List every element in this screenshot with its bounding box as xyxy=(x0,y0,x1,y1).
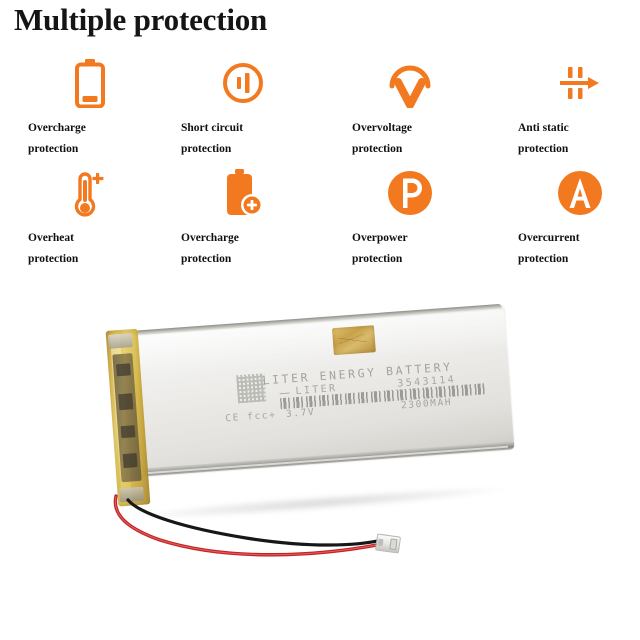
jst-connector xyxy=(374,533,402,554)
feature-caption: Overcharge protection xyxy=(163,228,323,270)
feature-caption-line1: Overvoltage xyxy=(352,122,413,134)
feature-caption-line1: Overcurrent xyxy=(518,232,580,244)
feature-caption: Overcharge protection xyxy=(10,118,170,160)
electrode-tab-top xyxy=(107,333,133,349)
battery-cell-body: LITER ENERGY BATTERY LITER 3543114 CE fc… xyxy=(114,303,515,478)
feature-caption-line2: protection xyxy=(28,253,79,265)
feature-caption-line2: protection xyxy=(352,253,403,265)
feature-overcharge-protection: Overcharge protection xyxy=(10,56,170,160)
feature-overvoltage-protection: Overvoltage protection xyxy=(330,56,490,160)
feature-caption-line1: Anti static xyxy=(518,122,569,134)
feature-caption: Overpower protection xyxy=(330,228,490,270)
short-circuit-icon xyxy=(163,56,323,110)
feature-anti-static-protection: Anti static protection xyxy=(500,56,640,160)
feature-caption-line2: protection xyxy=(181,143,232,155)
feature-caption: Anti static protection xyxy=(500,118,640,160)
pcb-component xyxy=(120,425,136,439)
feature-caption-line2: protection xyxy=(352,143,403,155)
feature-caption-line1: Overpower xyxy=(352,232,408,244)
battery-shadow xyxy=(128,482,510,524)
feature-caption-line2: protection xyxy=(181,253,232,265)
label-voltage: 3.7V xyxy=(285,406,316,420)
feature-caption-line1: Short circuit xyxy=(181,122,244,134)
feature-caption-line1: Overheat xyxy=(28,232,74,244)
overcurrent-a-circle-icon xyxy=(500,166,640,220)
feature-overpower-protection: Overpower protection xyxy=(330,166,490,270)
feature-caption-line2: protection xyxy=(518,253,569,265)
feature-caption-line1: Overcharge xyxy=(28,122,86,134)
qa-sticker-scribble xyxy=(338,333,368,346)
qa-gold-sticker xyxy=(331,325,376,356)
label-dash xyxy=(279,392,290,395)
lipo-battery-pack-photo: LITER ENERGY BATTERY LITER 3543114 CE fc… xyxy=(0,300,640,600)
feature-overcharge-plus-protection: Overcharge protection xyxy=(163,166,323,270)
protection-feature-grid: Overcharge protection Short circuit prot… xyxy=(0,56,640,286)
feature-caption: Overcurrent protection xyxy=(500,228,640,270)
pcb-component xyxy=(116,363,131,377)
electrode-tab-bottom xyxy=(119,486,145,503)
feature-caption: Short circuit protection xyxy=(163,118,323,160)
feature-caption: Overheat protection xyxy=(10,228,170,270)
feature-caption-line2: protection xyxy=(518,143,569,155)
feature-caption-line2: protection xyxy=(28,143,79,155)
label-sub-brand: LITER xyxy=(295,383,338,398)
pcb-component xyxy=(118,393,134,411)
feature-caption-line1: Overcharge xyxy=(181,232,239,244)
feature-caption: Overvoltage protection xyxy=(330,118,490,160)
feature-overcurrent-protection: Overcurrent protection xyxy=(500,166,640,270)
thermometer-plus-icon xyxy=(10,166,170,220)
feature-short-circuit-protection: Short circuit protection xyxy=(163,56,323,160)
battery-plus-icon xyxy=(163,166,323,220)
overpower-p-circle-icon xyxy=(330,166,490,220)
feature-overheat-protection: Overheat protection xyxy=(10,166,170,270)
overvoltage-v-arc-icon xyxy=(330,56,490,110)
anti-static-arrow-icon xyxy=(500,56,640,110)
page-title: Multiple protection xyxy=(14,2,268,37)
battery-low-outline-icon xyxy=(10,56,170,110)
jst-connector-notch xyxy=(377,538,384,547)
pcb-component xyxy=(122,453,138,469)
